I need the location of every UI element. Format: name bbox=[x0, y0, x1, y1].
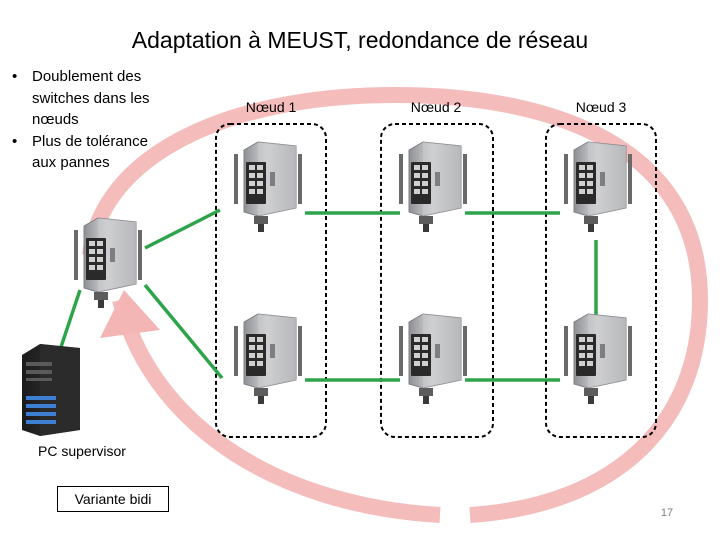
pc-tower-icon bbox=[22, 344, 80, 436]
switch-icon bbox=[233, 313, 303, 405]
bullet-dot-icon: • bbox=[12, 132, 18, 150]
switch-icon bbox=[563, 141, 633, 233]
node-3-box bbox=[545, 123, 657, 438]
slide-title: Adaptation à MEUST, redondance de réseau bbox=[131, 27, 589, 53]
node-1-box bbox=[215, 123, 327, 438]
bullet-item: • Doublement des switches dans les nœuds bbox=[12, 66, 162, 131]
bullet-text: Doublement des switches dans les nœuds bbox=[32, 68, 150, 128]
switch-icon bbox=[398, 141, 468, 233]
bullet-text: Plus de tolérance aux pannes bbox=[32, 132, 148, 172]
page-number: 17 bbox=[660, 507, 674, 519]
switch-icon bbox=[233, 141, 303, 233]
network-links bbox=[58, 208, 598, 382]
bullet-list: •Doublement des switches dans les nœuds … bbox=[12, 66, 162, 174]
node-2-label: Nœud 2 bbox=[410, 99, 462, 115]
switch-icon bbox=[563, 313, 633, 405]
node-1-label: Nœud 1 bbox=[245, 99, 297, 115]
node-3-label: Nœud 3 bbox=[575, 99, 627, 115]
node-2-box bbox=[380, 123, 494, 438]
variant-label-box: Variante bidi bbox=[57, 486, 169, 512]
pc-label: PC supervisor bbox=[38, 443, 126, 459]
bullet-dot-icon: • bbox=[12, 68, 18, 85]
switch-icon bbox=[398, 313, 468, 405]
switch-icon bbox=[73, 217, 143, 309]
bullet-item: • Plus de tolérance aux pannes bbox=[12, 131, 162, 174]
circular-arrow-icon bbox=[82, 86, 709, 523]
